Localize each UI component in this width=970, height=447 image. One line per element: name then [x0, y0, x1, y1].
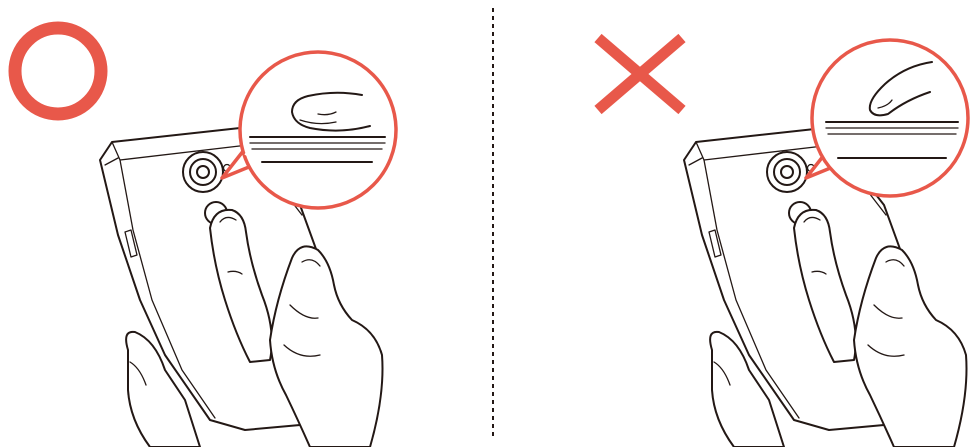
finger-flat — [292, 93, 370, 131]
circle-icon — [15, 28, 101, 114]
cross-icon — [598, 38, 682, 110]
panel-incorrect — [598, 38, 968, 447]
panel-correct — [15, 28, 396, 447]
